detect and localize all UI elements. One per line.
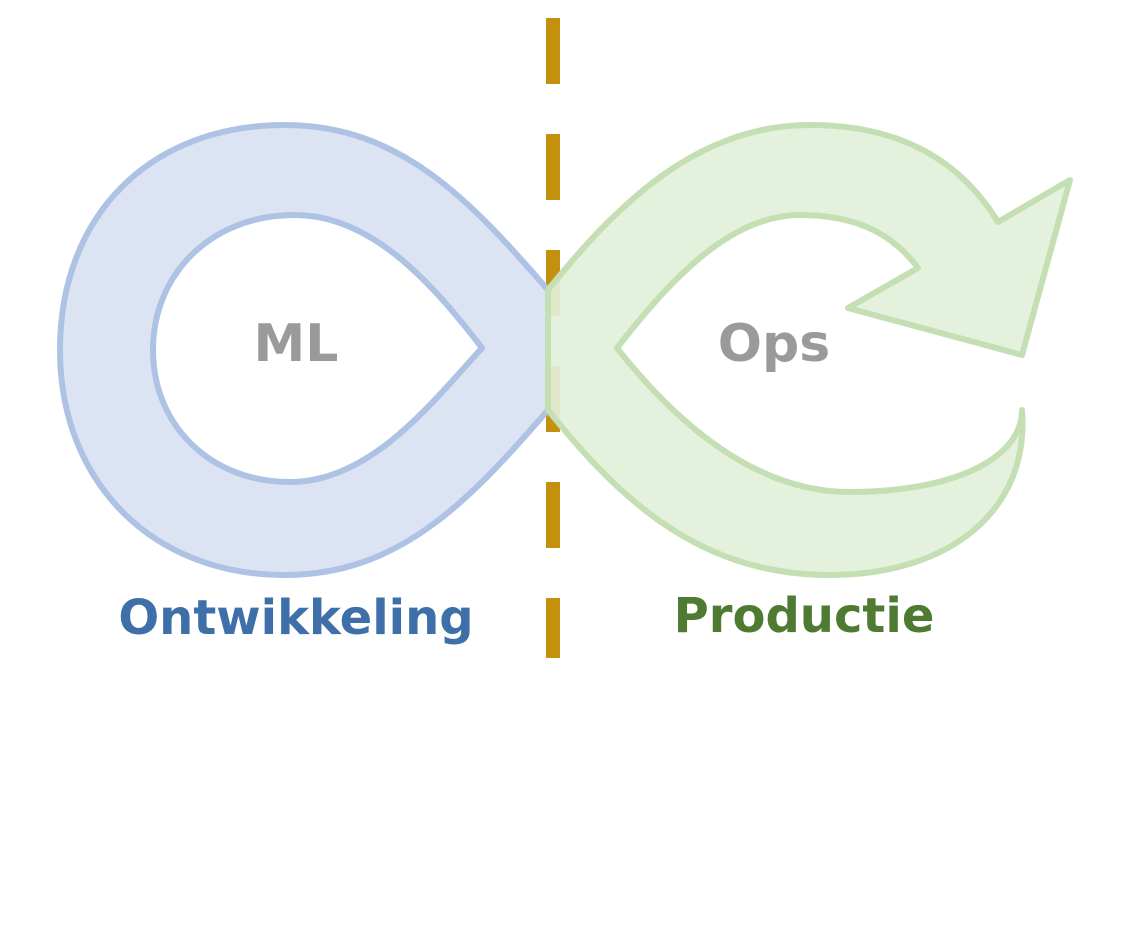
development-caption: Ontwikkeling bbox=[118, 590, 473, 646]
ops-label: Ops bbox=[718, 314, 830, 374]
left-loop-shape bbox=[57, 122, 551, 578]
right-loop-arrow-shape bbox=[545, 122, 1073, 578]
ml-label: ML bbox=[254, 314, 339, 374]
production-caption: Productie bbox=[674, 588, 935, 644]
